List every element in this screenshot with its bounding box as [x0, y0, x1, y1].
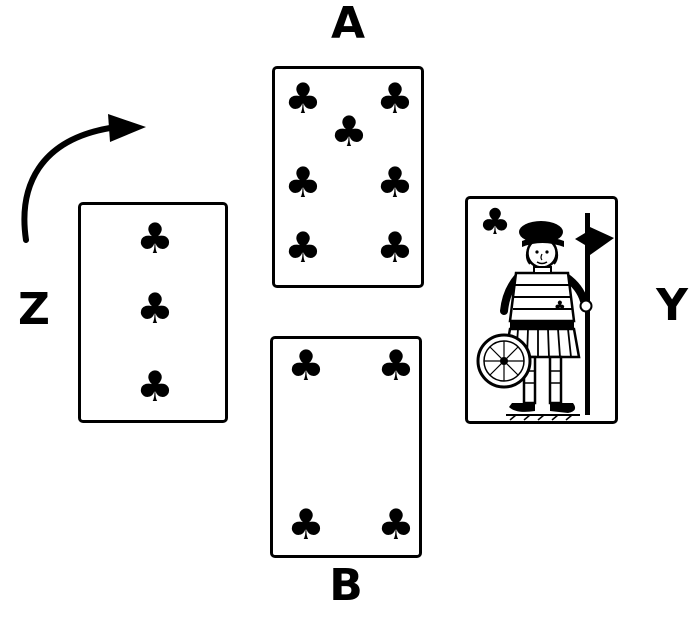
club-pip: ♣: [377, 500, 415, 549]
card-label-b: B: [329, 560, 363, 611]
club-pip: ♣: [376, 158, 414, 207]
club-pip: ♣: [376, 74, 414, 123]
club-pip: ♣: [136, 214, 174, 263]
rotation-arrow-svg: [21, 114, 146, 243]
club-pip: ♣: [376, 223, 414, 272]
jack-hand: [579, 299, 593, 313]
card-a-seven-of-clubs: ♣ ♣ ♣ ♣ ♣ ♣ ♣: [272, 66, 424, 288]
card-label-z: Z: [18, 284, 50, 335]
club-pip: ♣: [284, 158, 322, 207]
rotation-arrow-icon: [12, 106, 152, 246]
halberd-blade: [590, 227, 614, 255]
card-z-three-of-clubs: ♣ ♣ ♣: [78, 202, 228, 423]
club-pip: ♣: [330, 107, 368, 156]
club-pip: ♣: [478, 202, 512, 243]
club-pip: ♣: [284, 74, 322, 123]
club-pip: ♣: [287, 500, 325, 549]
club-pip: ♣: [287, 341, 325, 390]
club-pip: ♣: [136, 284, 174, 333]
chest-club-emblem: ♣: [554, 299, 566, 314]
jack-figure: ♣: [476, 211, 616, 421]
jack-figure-svg: ♣: [476, 213, 614, 421]
card-y-jack-of-clubs: ♣ ♣: [465, 196, 618, 424]
club-pip: ♣: [136, 362, 174, 411]
club-pip: ♣: [284, 223, 322, 272]
card-label-y: Y: [656, 280, 688, 331]
halberd-pole: [585, 213, 590, 415]
card-label-a: A: [330, 0, 366, 49]
club-pip: ♣: [377, 341, 415, 390]
jack-cap: [519, 221, 563, 243]
card-b-four-of-clubs: ♣ ♣ ♣ ♣: [270, 336, 422, 558]
